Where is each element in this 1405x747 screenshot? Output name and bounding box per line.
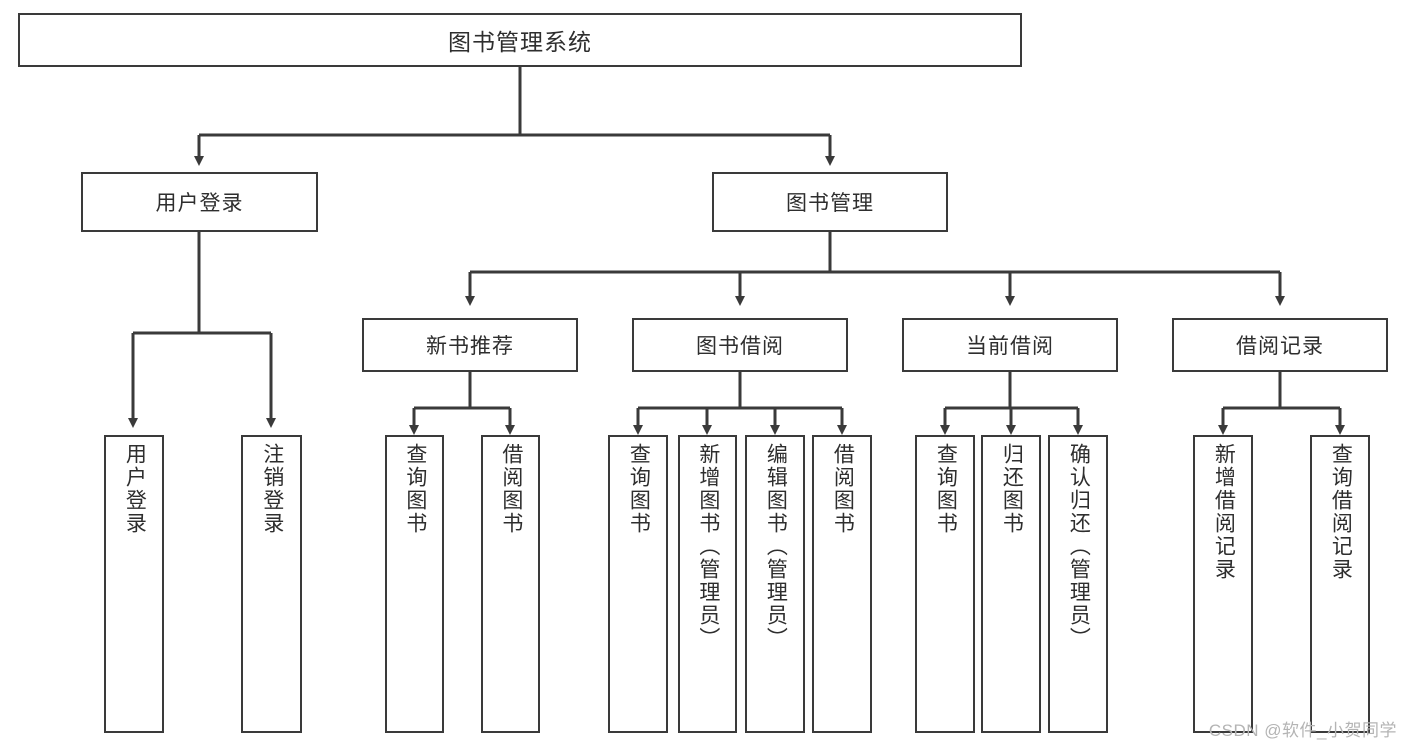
node-current-borrow-label: 当前借阅 bbox=[966, 335, 1054, 358]
node-user-login-label: 用户登录 bbox=[155, 192, 244, 215]
leaf-current-query-book[interactable]: 查询图书 bbox=[915, 435, 975, 733]
node-current-borrow[interactable]: 当前借阅 bbox=[902, 318, 1118, 372]
leaf-current-confirm-return[interactable]: 确认归还（管理员） bbox=[1048, 435, 1108, 733]
leaf-recommend-borrow-book[interactable]: 借阅图书 bbox=[481, 435, 540, 733]
leaf-label: 查询图书 bbox=[403, 443, 427, 535]
leaf-label: 新增借阅记录 bbox=[1212, 443, 1236, 581]
leaf-label: 查询图书 bbox=[934, 443, 958, 535]
leaf-label: 借阅图书 bbox=[499, 443, 523, 535]
leaf-label: 查询借阅记录 bbox=[1329, 443, 1353, 581]
leaf-borrow-borrow-book[interactable]: 借阅图书 bbox=[812, 435, 872, 733]
node-root-system[interactable]: 图书管理系统 bbox=[18, 13, 1022, 67]
leaf-record-query-record[interactable]: 查询借阅记录 bbox=[1310, 435, 1370, 733]
leaf-label: 编辑图书（管理员） bbox=[764, 443, 788, 650]
leaf-label: 借阅图书 bbox=[831, 443, 855, 535]
leaf-user-login-signin[interactable]: 用户登录 bbox=[104, 435, 164, 733]
leaf-user-login-signout[interactable]: 注销登录 bbox=[241, 435, 302, 733]
node-new-book-recommend-label: 新书推荐 bbox=[426, 335, 514, 358]
node-root-label: 图书管理系统 bbox=[448, 29, 592, 55]
leaf-record-add-record[interactable]: 新增借阅记录 bbox=[1193, 435, 1253, 733]
leaf-label: 查询图书 bbox=[627, 443, 651, 535]
leaf-label: 注销登录 bbox=[260, 443, 284, 535]
node-book-borrow-label: 图书借阅 bbox=[696, 335, 784, 358]
node-borrow-record[interactable]: 借阅记录 bbox=[1172, 318, 1388, 372]
leaf-borrow-add-book[interactable]: 新增图书（管理员） bbox=[678, 435, 737, 733]
leaf-recommend-query-book[interactable]: 查询图书 bbox=[385, 435, 444, 733]
node-book-management-label: 图书管理 bbox=[786, 192, 874, 215]
leaf-label: 新增图书（管理员） bbox=[696, 443, 720, 650]
node-new-book-recommend[interactable]: 新书推荐 bbox=[362, 318, 578, 372]
leaf-borrow-edit-book[interactable]: 编辑图书（管理员） bbox=[745, 435, 805, 733]
node-borrow-record-label: 借阅记录 bbox=[1236, 335, 1324, 358]
node-book-borrow[interactable]: 图书借阅 bbox=[632, 318, 848, 372]
leaf-borrow-query-book[interactable]: 查询图书 bbox=[608, 435, 668, 733]
node-book-management[interactable]: 图书管理 bbox=[712, 172, 948, 232]
leaf-current-return-book[interactable]: 归还图书 bbox=[981, 435, 1041, 733]
leaf-label: 确认归还（管理员） bbox=[1067, 443, 1091, 650]
leaf-label: 归还图书 bbox=[1000, 443, 1024, 535]
node-user-login[interactable]: 用户登录 bbox=[81, 172, 318, 232]
csdn-watermark: CSDN @软件_小贺同学 bbox=[1208, 721, 1397, 740]
leaf-label: 用户登录 bbox=[123, 443, 147, 535]
